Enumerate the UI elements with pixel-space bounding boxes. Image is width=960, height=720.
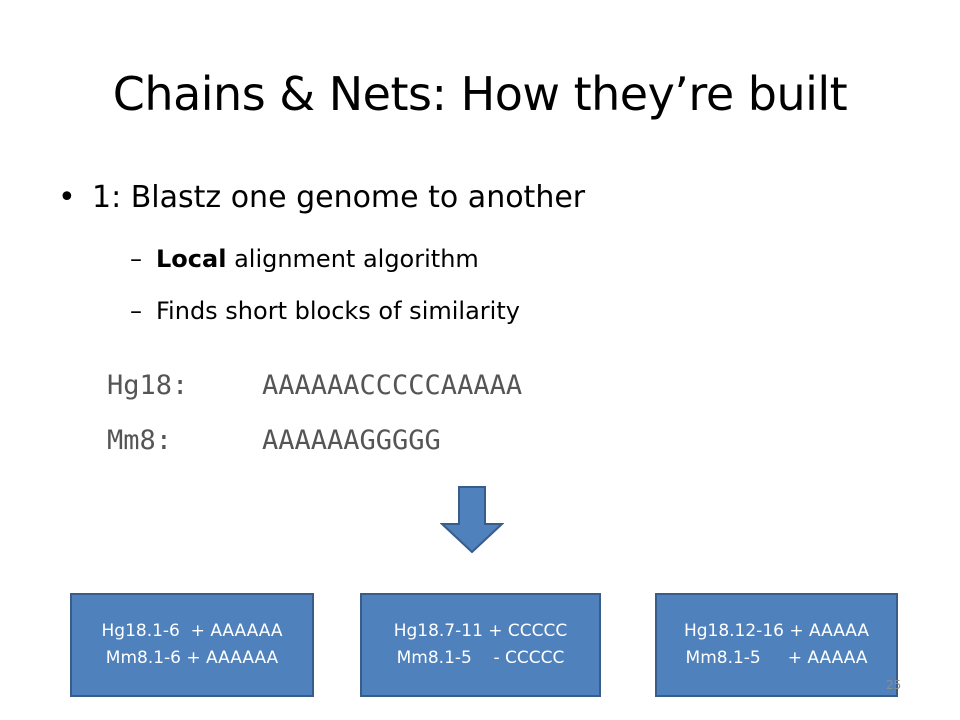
block-line-hg18: Hg18.1-6 + AAAAAA — [101, 621, 283, 641]
sequence-hg18: Hg18: AAAAAACCCCCAAAAA — [107, 366, 522, 406]
sequence-value: AAAAAACCCCCAAAAA — [262, 370, 523, 401]
slide-title: Chains & Nets: How they’re built — [112, 67, 848, 121]
down-arrow-icon — [440, 486, 504, 554]
main-bullet: • 1: Blastz one genome to another — [58, 176, 585, 220]
block-line-hg18: Hg18.12-16 + AAAAA — [683, 621, 870, 641]
sub-bullet-local: –Local alignment algorithm — [130, 241, 479, 277]
dash-marker: – — [130, 297, 142, 325]
sequence-mm8: Mm8: AAAAAAGGGGG — [107, 421, 441, 461]
sequence-label: Mm8: — [107, 425, 173, 456]
alignment-block-2: Hg18.7-11 + CCCCC Mm8.1-5 - CCCCC — [360, 593, 601, 697]
alignment-block-3: Hg18.12-16 + AAAAA Mm8.1-5 + AAAAA — [655, 593, 898, 697]
bullet-dot-icon: • — [58, 180, 76, 215]
block-line-mm8: Mm8.1-5 - CCCCC — [396, 648, 565, 668]
block-line-mm8: Mm8.1-5 + AAAAA — [685, 648, 868, 668]
alignment-block-1: Hg18.1-6 + AAAAAA Mm8.1-6 + AAAAAA — [70, 593, 314, 697]
bold-term: Local — [156, 245, 227, 273]
sequence-label: Hg18: — [107, 370, 189, 401]
block-line-hg18: Hg18.7-11 + CCCCC — [393, 621, 568, 641]
block-line-mm8: Mm8.1-6 + AAAAAA — [105, 648, 279, 668]
main-bullet-text: 1: Blastz one genome to another — [92, 180, 586, 215]
dash-marker: – — [130, 245, 142, 273]
sequence-value: AAAAAAGGGGG — [262, 425, 441, 456]
sub-bullet-text: Finds short blocks of similarity — [156, 297, 520, 325]
sub-bullet-text: alignment algorithm — [226, 245, 479, 273]
page-number: 25 — [886, 678, 902, 692]
sub-bullet-blocks: –Finds short blocks of similarity — [130, 293, 520, 329]
